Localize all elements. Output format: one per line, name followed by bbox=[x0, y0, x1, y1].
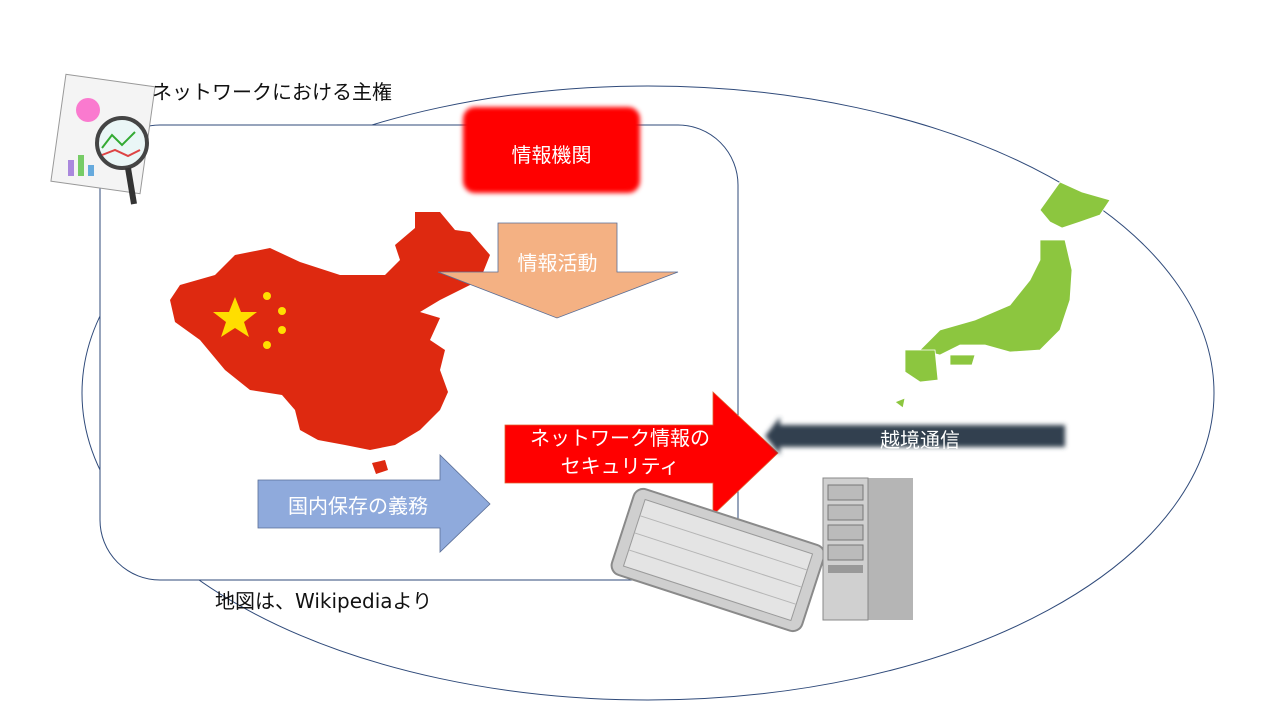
map-credit: 地図は、Wikipediaより bbox=[215, 589, 433, 613]
agency-box-shape bbox=[463, 107, 640, 193]
domestic-storage-arrow bbox=[257, 454, 491, 553]
domestic-storage-label: 国内保存の義務 bbox=[288, 494, 428, 518]
agency-box-label: 情報機関 bbox=[511, 143, 592, 167]
slide-title: ネットワークにおける主権 bbox=[152, 80, 392, 104]
network-security-label-line2: セキュリティ bbox=[560, 454, 680, 478]
intel-activity-arrow bbox=[437, 222, 679, 319]
network-security-label: ネットワーク情報の セキュリティ bbox=[505, 424, 735, 480]
crossborder-label: 越境通信 bbox=[880, 428, 960, 452]
china-flag-stars bbox=[213, 292, 286, 349]
crossborder-arrow bbox=[765, 417, 1065, 455]
japan-map bbox=[894, 181, 1111, 409]
report-magnifier-icon bbox=[50, 73, 156, 205]
network-security-arrow bbox=[504, 391, 779, 516]
network-security-label-line1: ネットワーク情報の bbox=[530, 426, 710, 450]
keyboard-icon bbox=[610, 487, 826, 633]
china-map bbox=[170, 212, 490, 474]
server-icon bbox=[822, 477, 913, 621]
intel-activity-label: 情報活動 bbox=[517, 251, 598, 275]
world-ellipse bbox=[81, 85, 1215, 701]
